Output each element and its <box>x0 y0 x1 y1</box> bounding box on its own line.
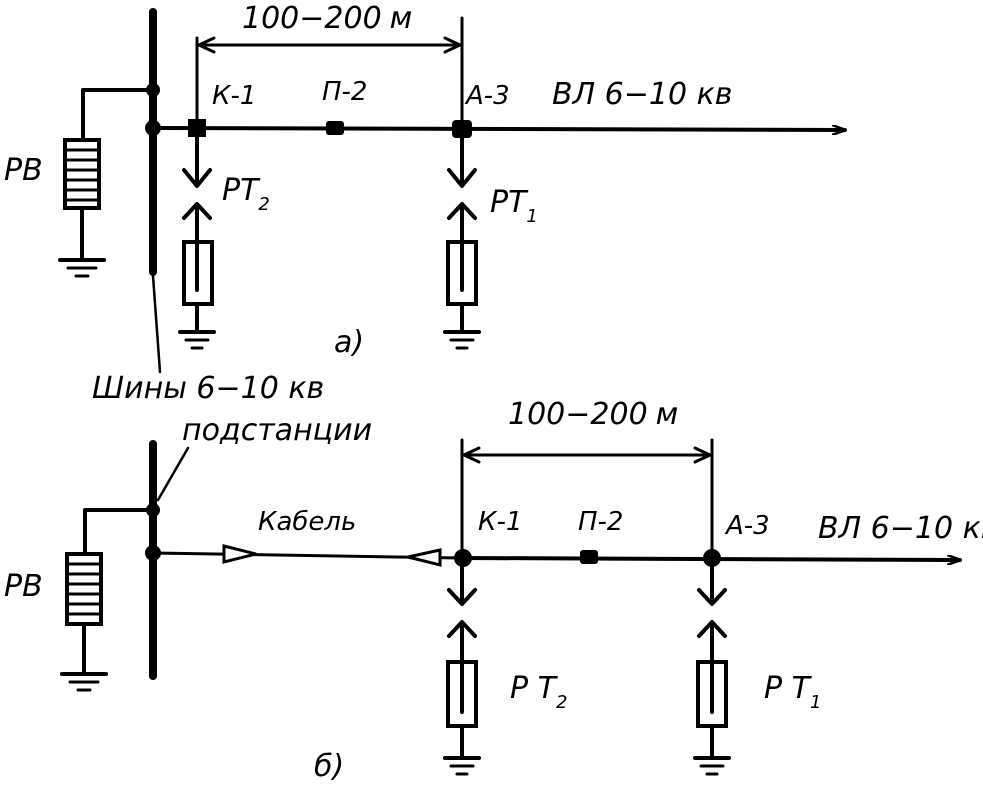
bus-label-line1: Шины 6−10 кв <box>92 371 324 406</box>
relay-rt1-a <box>443 135 481 350</box>
node-a3-a <box>452 120 472 138</box>
node-p2-label-a: П-2 <box>322 77 367 107</box>
caption-b: б) <box>314 749 344 784</box>
arrester-a <box>58 83 160 278</box>
node-p2-a <box>326 121 344 135</box>
relay-rt2-label-a: РТ2 <box>222 173 270 215</box>
dimension-b <box>460 438 714 552</box>
relay-rt2-a <box>178 135 216 350</box>
relay-rt1-label-b: Р Т1 <box>764 671 821 713</box>
cable-label-b: Кабель <box>258 507 356 537</box>
relay-rt2-b <box>443 564 481 776</box>
arrester-b <box>60 503 160 692</box>
node-k1-label-b: К-1 <box>478 507 522 537</box>
node-k1-b <box>454 549 472 567</box>
arrester-label-a: РВ <box>4 153 43 188</box>
node-p2-label-b: П-2 <box>578 507 623 537</box>
line-label-b: ВЛ 6−10 кв <box>818 511 983 546</box>
arrester-label-b: РВ <box>4 569 43 604</box>
line-label-a: ВЛ 6−10 кв <box>552 77 732 112</box>
node-a3-label-a: А-3 <box>464 81 510 111</box>
node-a3-label-b: А-3 <box>724 511 770 541</box>
relay-rt1-label-a: РТ1 <box>490 185 538 227</box>
cable-b <box>145 544 464 567</box>
relay-rt1-b <box>693 564 731 776</box>
bus-label-line2: подстанции <box>182 413 372 448</box>
relay-rt2-label-b: Р Т2 <box>510 671 567 713</box>
node-k1-a <box>188 119 206 137</box>
line-a <box>151 128 847 130</box>
node-k1-label-a: К-1 <box>212 81 256 111</box>
dimension-a <box>195 16 464 124</box>
caption-a: а) <box>334 325 364 360</box>
node-p2-b <box>580 550 598 564</box>
bus-leader-a <box>151 274 162 374</box>
bus-label: Шины 6−10 кв подстанции <box>92 274 372 502</box>
bus-leader-b <box>156 446 190 502</box>
node-a3-b <box>703 549 721 567</box>
